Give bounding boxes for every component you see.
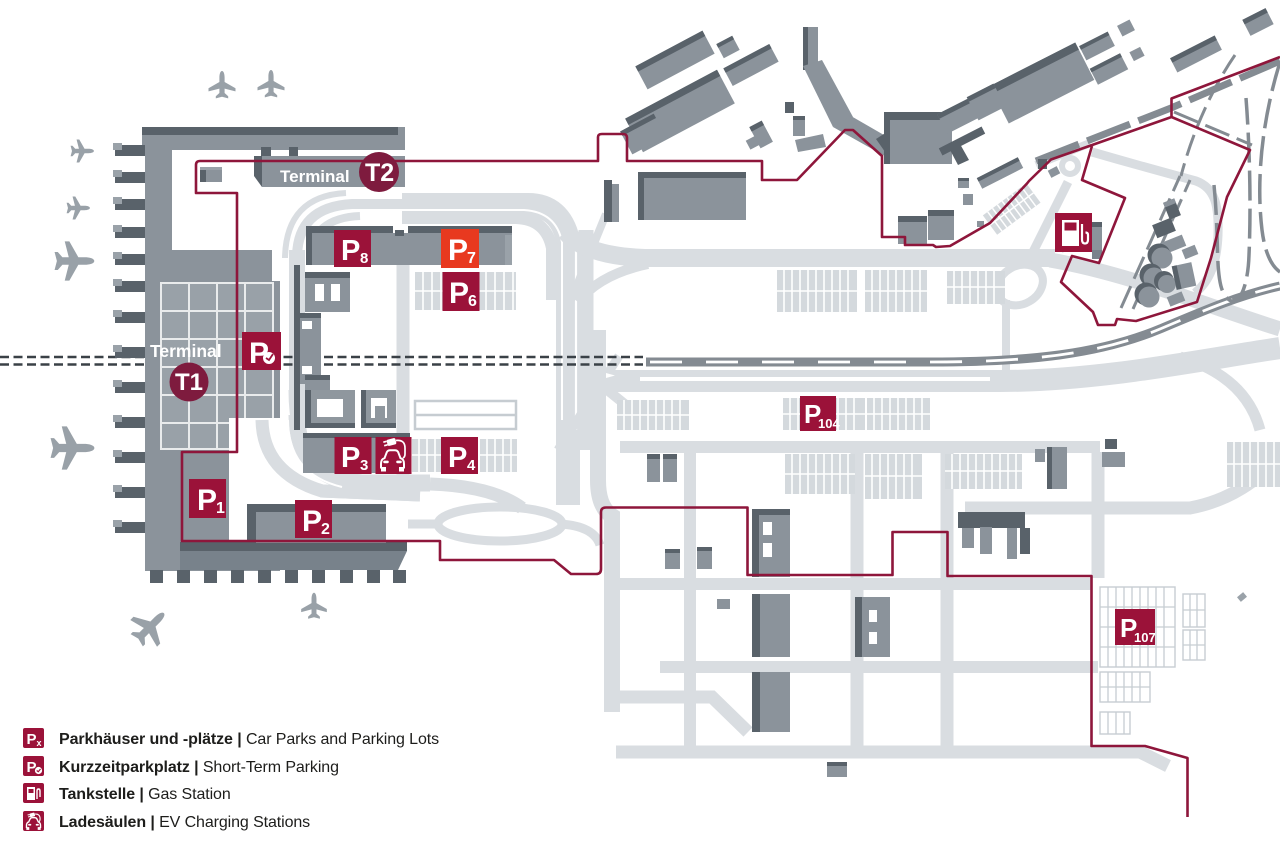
svg-text:7: 7: [467, 250, 476, 267]
svg-text:P: P: [449, 277, 469, 310]
svg-text:P: P: [1120, 613, 1137, 643]
svg-text:P: P: [448, 442, 467, 474]
svg-text:P: P: [341, 235, 360, 267]
svg-text:Kurzzeitparkplatz | Short-Term: Kurzzeitparkplatz | Short-Term Parking: [59, 759, 339, 776]
svg-text:P: P: [27, 731, 37, 748]
svg-text:8: 8: [360, 250, 368, 267]
svg-text:T2: T2: [365, 159, 394, 187]
svg-text:Terminal: Terminal: [280, 167, 350, 186]
svg-text:3: 3: [360, 457, 368, 474]
svg-text:P: P: [302, 505, 322, 538]
svg-text:P: P: [249, 337, 269, 370]
svg-text:6: 6: [468, 293, 477, 310]
svg-text:4: 4: [467, 457, 476, 474]
svg-text:P: P: [804, 399, 821, 429]
svg-text:Terminal: Terminal: [150, 341, 222, 361]
svg-text:Ladesäulen | EV Charging Stati: Ladesäulen | EV Charging Stations: [59, 814, 310, 831]
svg-text:x: x: [37, 738, 42, 748]
svg-text:Parkhäuser und -plätze | Car P: Parkhäuser und -plätze | Car Parks and P…: [59, 731, 439, 748]
svg-text:T1: T1: [175, 369, 203, 396]
svg-text:107: 107: [1134, 630, 1156, 645]
svg-text:P: P: [27, 759, 37, 776]
svg-text:P: P: [341, 442, 360, 474]
svg-text:Tankstelle | Gas Station: Tankstelle | Gas Station: [59, 786, 231, 803]
svg-text:P: P: [197, 484, 217, 517]
svg-text:1: 1: [216, 500, 225, 517]
svg-text:P: P: [448, 234, 468, 267]
svg-text:2: 2: [321, 521, 330, 538]
svg-text:104: 104: [818, 416, 840, 431]
